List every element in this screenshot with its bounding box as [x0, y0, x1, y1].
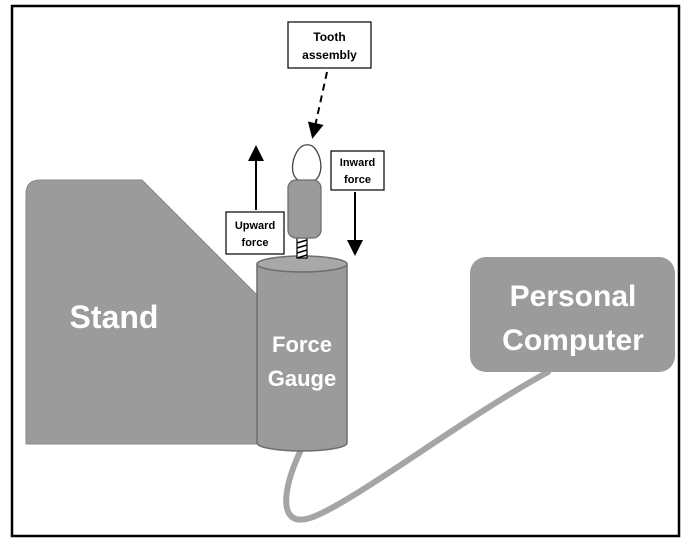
tooth-holder	[287, 179, 322, 239]
spring-coils	[296, 239, 308, 259]
tooth-assembly-callout	[287, 21, 372, 69]
tooth-crown	[291, 144, 322, 183]
personal-computer-label-line2: Computer	[502, 324, 644, 357]
diagram-frame	[10, 4, 681, 538]
stand-label: Stand	[70, 299, 159, 335]
force-gauge-label-line2: Gauge	[268, 366, 336, 391]
tooth-assembly-label-line2: assembly	[302, 48, 357, 62]
personal-computer-label-line1: Personal	[510, 280, 637, 313]
tooth-assembly-label-line1: Tooth	[313, 30, 345, 44]
force-gauge-body	[256, 263, 348, 452]
inward-force-label-line1: Inward	[340, 157, 375, 169]
tooth-assembly-pointer-arrow	[307, 71, 328, 139]
upward-force-label-line2: force	[242, 237, 269, 249]
upward-force-label-line1: Upward	[235, 220, 275, 232]
connection-cable	[283, 369, 551, 523]
personal-computer-box	[470, 257, 675, 372]
force-gauge-label-line1: Force	[272, 332, 332, 357]
inward-force-label-line2: force	[344, 174, 371, 186]
upward-force-callout	[225, 211, 285, 255]
inward-force-callout	[330, 150, 385, 191]
